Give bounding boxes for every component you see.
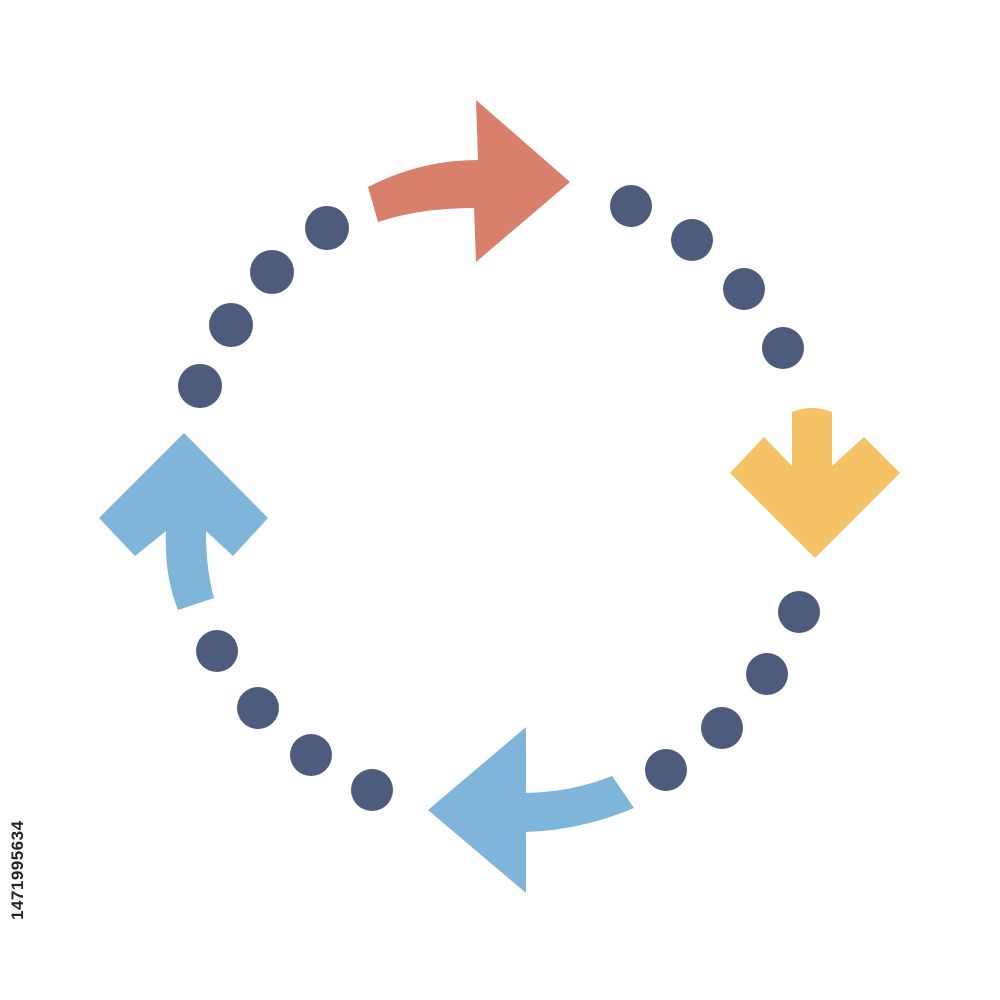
arrow-down-icon [730,408,900,558]
dot [209,303,253,347]
arrow-right-icon [368,100,570,262]
dot [351,769,393,811]
dot [290,734,332,776]
dot [645,749,687,791]
dot [723,268,765,310]
dot [610,185,652,227]
dot [250,250,294,294]
dot [762,327,804,369]
stock-id-label: 1471995634 [8,820,27,920]
arrow-up-icon [99,433,268,610]
dot [671,219,713,261]
dot [178,364,222,408]
dot [746,653,788,695]
arrow-left-icon [428,727,634,893]
dot [196,630,238,672]
dots [178,185,820,811]
dot [778,591,820,633]
dot [237,687,279,729]
dot [701,707,743,749]
dot [305,206,349,250]
